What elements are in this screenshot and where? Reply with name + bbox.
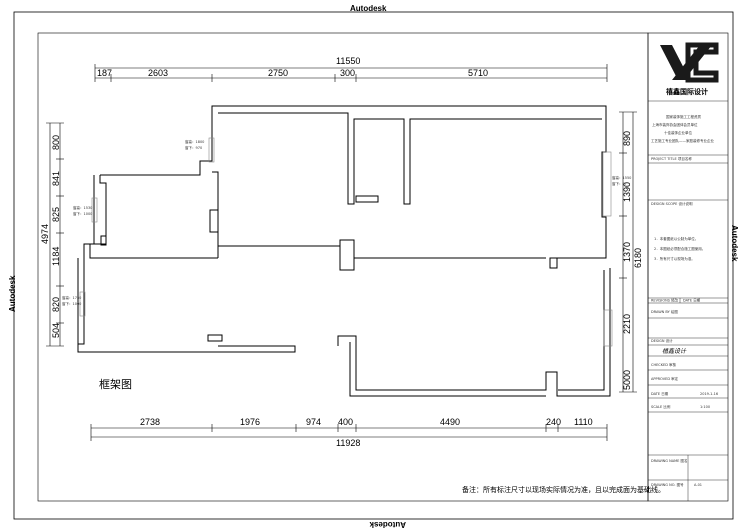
window-note-3-w: 窗下：1000 xyxy=(62,301,81,306)
window-note-1-w: 窗下：970 xyxy=(185,145,202,150)
title-block-lines xyxy=(648,100,728,501)
right-dim-2: 1390 xyxy=(622,182,632,202)
company-name: 禧鑫国际设计 xyxy=(666,87,708,96)
field-checked: CHECKED 审核 xyxy=(651,362,677,367)
window-note-1-h: 窗高：1800 xyxy=(185,139,204,144)
info-line-1: 国家装饰施工工程资质 xyxy=(666,114,701,119)
info-line-2: 上海市装饰协会团体会员单位 xyxy=(652,122,698,127)
top-dimensions xyxy=(94,64,608,82)
drawing-name-label: DRAWING NAME 图名 xyxy=(651,458,687,463)
right-dim-3: 1370 xyxy=(622,242,632,262)
bottom-dim-2: 1976 xyxy=(240,417,260,427)
field-date-2: DATE 日期 xyxy=(651,391,669,396)
project-title-label: PROJECT TITLE 项目名称 xyxy=(651,156,692,161)
design-scope-label: DESIGN SCOPE 设计说明 xyxy=(651,201,693,206)
title-block-frame xyxy=(647,32,729,502)
sheet-number: A-01 xyxy=(694,483,702,487)
right-dimensions xyxy=(619,111,637,393)
scale-value: 1:100 xyxy=(700,405,710,409)
right-dim-5: 5000 xyxy=(622,370,632,390)
left-total-dim: 4974 xyxy=(40,224,50,244)
signature: 禧鑫设计 xyxy=(662,347,687,355)
info-line-4: 工艺施工专业团队——家庭装修专业企业 xyxy=(651,138,714,143)
left-dim-3: 825 xyxy=(51,207,61,222)
info-line-3: 十佳装饰企业单位 xyxy=(664,130,692,135)
footer-note: 备注：所有标注尺寸以现场实际情况为准，且以完成面为基础线。 xyxy=(462,485,665,494)
top-dim-1: 187 xyxy=(97,68,112,78)
note-line-1: 1．本套图纸以公制为单位。 xyxy=(654,236,698,241)
drawing-label: 框架图 xyxy=(99,378,132,391)
left-dim-2: 841 xyxy=(51,171,61,186)
field-design: DESIGN 设计 xyxy=(651,338,673,343)
logo-mark xyxy=(660,42,719,83)
window-note-4-h: 窗高：1550 xyxy=(612,175,631,180)
bottom-dim-3: 974 xyxy=(306,417,321,427)
top-dim-4: 300 xyxy=(340,68,355,78)
top-total-dim: 11550 xyxy=(336,56,360,66)
bottom-dimensions xyxy=(90,424,608,441)
left-dim-6: 504 xyxy=(51,323,61,338)
left-dim-4: 1184 xyxy=(51,247,61,266)
left-dim-1: 800 xyxy=(51,135,61,150)
watermark-bottom: Autodesk xyxy=(369,520,406,529)
windows xyxy=(79,137,613,347)
bottom-dim-7: 1110 xyxy=(574,417,593,427)
left-dim-5: 820 xyxy=(51,297,61,312)
walls xyxy=(77,105,611,397)
date-value: 2019-1-16 xyxy=(700,392,718,396)
top-dim-3: 2750 xyxy=(268,68,288,78)
window-note-2-h: 窗高：1530 xyxy=(73,205,92,210)
field-approved: APPROVED 审定 xyxy=(651,376,679,381)
watermark-left: Autodesk xyxy=(8,275,17,312)
sheet-outer-frame xyxy=(13,11,734,520)
left-dimensions xyxy=(46,122,64,347)
watermark-top: Autodesk xyxy=(350,4,387,13)
bottom-dim-1: 2738 xyxy=(140,417,160,427)
field-revisions: REVISIONS 修改 xyxy=(651,298,679,303)
watermark-right: Autodesk xyxy=(730,225,739,262)
right-dim-4: 2210 xyxy=(622,314,632,334)
drawing-no-label: DRAWING NO. 图号 xyxy=(651,482,684,487)
note-line-2: 2．本图纸必须配合施工图使用。 xyxy=(654,246,705,251)
top-dim-2: 2603 xyxy=(148,68,168,78)
right-total-dim: 6180 xyxy=(633,248,643,268)
note-line-3: 3．所有尺寸以现场为准。 xyxy=(654,256,695,261)
field-date: DATE 日期 xyxy=(683,298,701,303)
bottom-total-dim: 11928 xyxy=(336,438,360,448)
field-drawn-by: DRAWN BY 绘图 xyxy=(651,309,678,314)
bottom-dim-6: 240 xyxy=(546,417,561,427)
bottom-dim-5: 4490 xyxy=(440,417,460,427)
window-note-4-w: 窗下：9? xyxy=(612,181,627,186)
right-dim-1: 890 xyxy=(622,131,632,146)
window-note-3-h: 窗高：1750 xyxy=(62,295,81,300)
window-note-2-w: 窗下：1000 xyxy=(73,211,92,216)
bottom-dim-4: 400 xyxy=(338,417,353,427)
top-dim-5: 5710 xyxy=(468,68,488,78)
field-scale: SCALE 比例 xyxy=(651,404,671,409)
